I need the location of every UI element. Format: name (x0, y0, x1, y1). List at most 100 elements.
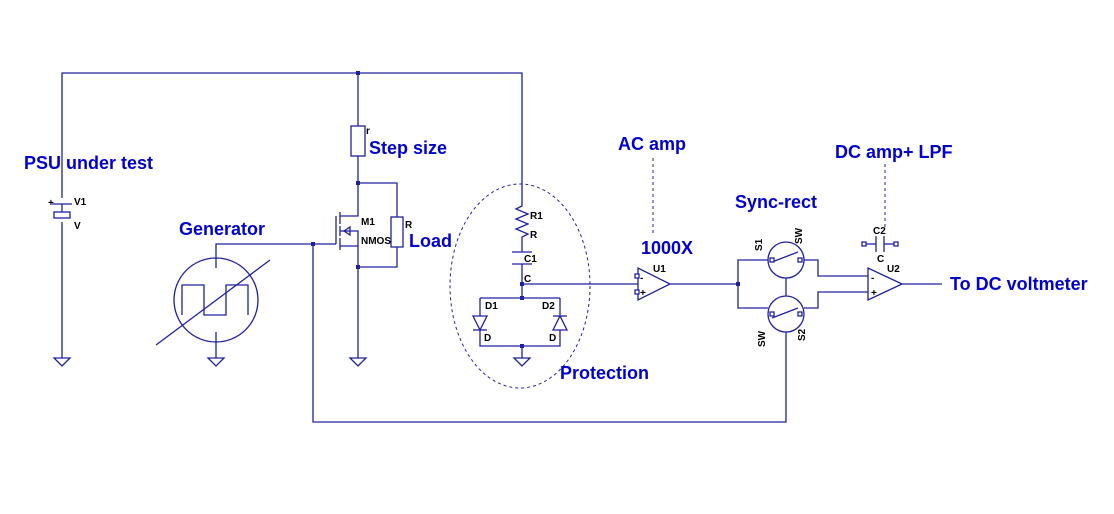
switch-circle (767, 241, 805, 279)
junction-sync-in (736, 282, 740, 286)
wires (61, 72, 942, 423)
junction-gate (311, 242, 315, 246)
switch-pin (797, 257, 803, 263)
capacitor-pin (861, 241, 867, 247)
v1-plus-sign: + (48, 198, 54, 209)
top-rail-wire (61, 72, 523, 202)
annotations (449, 158, 886, 389)
c2-value: C (877, 254, 884, 265)
junction-source (356, 265, 360, 269)
psu-label: PSU under test (24, 153, 153, 173)
r1-value: R (530, 230, 538, 241)
diode-d2 (551, 314, 569, 331)
switch-s2 (767, 295, 805, 333)
opamp-u2 (867, 266, 904, 302)
protection-label: Protection (560, 363, 649, 383)
switch-pin (797, 311, 803, 317)
s1-ref: S1 (754, 238, 765, 251)
generator-symbol (155, 257, 271, 346)
capacitor-c1 (512, 251, 532, 265)
u2-minus: - (871, 273, 874, 284)
nmos-value: NMOS (361, 236, 391, 247)
junction-diode-bottom (520, 344, 524, 348)
s2-out-wire (804, 291, 868, 309)
d1-value: D (484, 333, 491, 344)
s1-in-wire (737, 259, 768, 284)
diode-bottom-wire (479, 330, 561, 347)
opamp-pin (634, 273, 640, 279)
resistor-r1-body (514, 202, 530, 240)
s2-value: SW (757, 330, 768, 347)
load-label: Load (409, 231, 452, 251)
junctions (311, 71, 740, 348)
capacitor-c2 (861, 236, 899, 252)
nmos-m1 (335, 212, 359, 250)
mosfet-drain-lead (340, 212, 359, 217)
mosfet-body-to-source (350, 230, 359, 246)
reference-labels: + V1 V r M1 NMOS R R1 R C1 C D1 D D2 D U… (48, 126, 900, 347)
diode-triangle (551, 314, 569, 331)
generator-circle (173, 257, 259, 343)
u2-ref: U2 (887, 264, 900, 275)
u1-ref: U1 (653, 264, 666, 275)
v1-ref: V1 (74, 197, 87, 208)
generator-label: Generator (179, 219, 265, 239)
switch-circle (767, 295, 805, 333)
variable-arrow (155, 259, 271, 346)
load-top-wire (358, 182, 398, 217)
d2-value: D (549, 333, 556, 344)
junction-top-rail (356, 71, 360, 75)
r1-ref: R1 (530, 211, 543, 222)
v1-battery (52, 203, 72, 219)
sync-rect-label: Sync-rect (735, 192, 817, 212)
ground-symbol (206, 357, 226, 367)
switch-s1 (767, 241, 805, 279)
u1-minus: - (640, 273, 643, 284)
load-bottom-wire (358, 247, 398, 268)
junction-diode-top (520, 296, 524, 300)
m1-ref: M1 (361, 217, 375, 228)
c1-value: C (524, 274, 531, 285)
opamp-triangle (637, 266, 672, 302)
opamp-triangle (867, 266, 904, 302)
v1-value: V (74, 221, 81, 232)
ground-symbol (512, 357, 532, 367)
dc-amp-label: DC amp+ LPF (835, 142, 953, 162)
resistor-r-body (350, 125, 366, 157)
switch-blade (771, 307, 799, 319)
u2-plus: + (871, 288, 877, 299)
diode-d1 (471, 315, 489, 332)
junction-protect (520, 282, 524, 286)
ac-amp-label: AC amp (618, 134, 686, 154)
c1-ref: C1 (524, 254, 537, 265)
opamp-u1 (634, 266, 672, 302)
square-wave-icon (181, 284, 249, 316)
junction-drain (356, 181, 360, 185)
ground-symbol (348, 357, 368, 367)
d1-ref: D1 (485, 301, 498, 312)
protection-outline (449, 183, 591, 389)
gain-label: 1000X (641, 238, 693, 258)
gen-to-gate-wire (215, 243, 336, 268)
ground-symbol (52, 357, 72, 367)
s1-out-wire (804, 259, 868, 277)
switch-blade (771, 251, 799, 263)
switch-pin (769, 257, 775, 263)
capacitor-pin (893, 241, 899, 247)
s2-ref: S2 (797, 328, 808, 341)
block-labels: PSU under test Step size Generator Load … (24, 134, 1088, 383)
u1-plus: + (640, 288, 646, 299)
s1-value: SW (794, 227, 805, 244)
grounds (52, 357, 532, 367)
s2-in-wire (737, 284, 768, 309)
opamp-pin (634, 289, 640, 295)
load-r-ref: R (405, 220, 413, 231)
battery-plate-negative (53, 211, 71, 219)
d2-ref: D2 (542, 301, 555, 312)
switch-pin (769, 311, 775, 317)
sync-ref-wire (312, 244, 787, 423)
c2-ref: C2 (873, 226, 886, 237)
r-ref: r (366, 126, 370, 137)
step-size-label: Step size (369, 138, 447, 158)
